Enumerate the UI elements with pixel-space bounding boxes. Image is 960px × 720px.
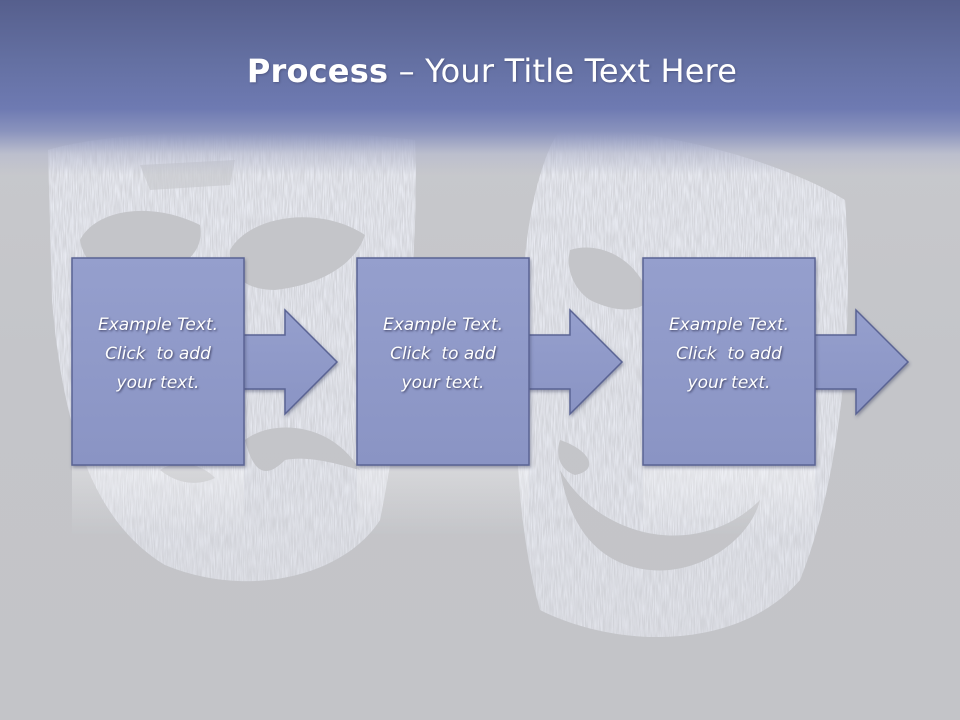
arrow-3-icon: [810, 308, 910, 416]
step-3-line-1: Example Text.: [668, 315, 790, 335]
step-box-1: [71, 257, 245, 466]
step-box-3: [642, 257, 816, 466]
step-2-text[interactable]: Example Text. Click to add your text.: [357, 311, 529, 398]
step-2-line-3: your text.: [401, 373, 485, 393]
step-2-line-1: Example Text.: [382, 315, 504, 335]
step-3-line-2: Click to add: [676, 344, 782, 364]
arrow-2-icon: [524, 308, 624, 416]
title-rest: Your Title Text Here: [425, 52, 738, 90]
step-1-text[interactable]: Example Text. Click to add your text.: [72, 311, 244, 398]
box-1-reflection: [72, 466, 244, 536]
arrow-1-icon: [239, 308, 339, 416]
box-2-reflection: [357, 466, 529, 536]
step-1-line-1: Example Text.: [97, 315, 219, 335]
title-bold: Process: [246, 52, 389, 90]
slide-title[interactable]: Process – Your Title Text Here: [0, 52, 960, 90]
step-1-line-3: your text.: [116, 373, 200, 393]
step-3-line-3: your text.: [687, 373, 771, 393]
step-3-text[interactable]: Example Text. Click to add your text.: [643, 311, 815, 398]
box-3-reflection: [643, 466, 815, 536]
title-band: [0, 0, 960, 175]
title-dash: –: [388, 52, 426, 90]
step-box-2: [356, 257, 530, 466]
step-1-line-2: Click to add: [105, 344, 211, 364]
step-2-line-2: Click to add: [390, 344, 496, 364]
